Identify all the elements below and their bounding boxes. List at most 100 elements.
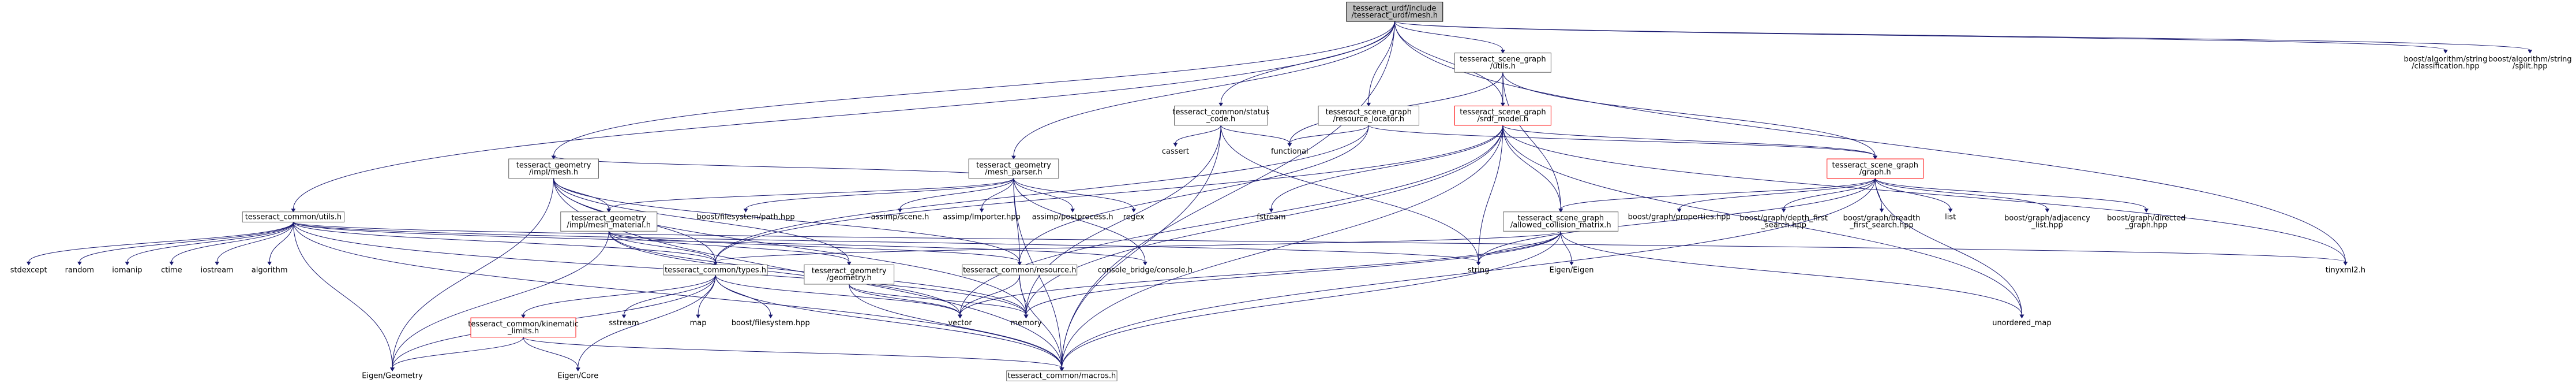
- node-tinyxml2[interactable]: tinyxml2.h: [2322, 265, 2369, 275]
- node-boost-graph-directed[interactable]: boost/graph/directed_graph.hpp: [2104, 212, 2188, 232]
- node-functional[interactable]: functional: [1266, 146, 1313, 157]
- node-box: [1827, 158, 1924, 179]
- edge-sg_srdf_model-to-common_macros: [1061, 125, 1503, 368]
- edge-common_utils-to-iostream: [216, 222, 294, 262]
- node-label-line: /srdf_model.h: [1478, 115, 1528, 124]
- edge-sg_srdf_model-to-common_types: [715, 125, 1503, 262]
- node-string[interactable]: string: [1463, 265, 1494, 275]
- node-boost-fs-path[interactable]: boost/filesystem/path.hpp: [695, 212, 796, 222]
- node-boost-graph-dfs[interactable]: boost/graph/depth_first_search.hpp: [1739, 212, 1828, 232]
- node-sg-resource-locator[interactable]: tesseract_scene_graph/resource_locator.h: [1318, 105, 1420, 126]
- node-eigen-core[interactable]: Eigen/Core: [555, 371, 601, 381]
- node-map[interactable]: map: [686, 318, 710, 328]
- node-assimp-postprocess[interactable]: assimp/postprocess.h: [1032, 212, 1114, 222]
- node-eigen-eigen[interactable]: Eigen/Eigen: [1547, 265, 1596, 275]
- edge-geom_geometry-to-memory: [849, 284, 1026, 315]
- node-ctime[interactable]: ctime: [158, 265, 185, 275]
- node-label-line: boost/graph/depth_first: [1739, 214, 1828, 223]
- node-iostream[interactable]: iostream: [198, 265, 236, 275]
- edge-root-to-boost_split: [1394, 21, 2530, 51]
- node-geom-mesh[interactable]: tesseract_geometry/impl/mesh.h: [508, 158, 599, 179]
- node-boost-split[interactable]: boost/algorithm/string/split.hpp: [2488, 53, 2572, 73]
- node-common-status-code[interactable]: tesseract_common/status_code.h: [1172, 105, 1269, 126]
- dependency-edges: [26, 21, 2533, 371]
- arrowhead-sg_graph-to-list: [1948, 209, 1953, 213]
- node-label-line: iomanip: [112, 266, 142, 274]
- node-label-line: console_bridge/console.h: [1098, 266, 1193, 274]
- node-label-line: _code.h: [1206, 115, 1235, 124]
- node-common-resource[interactable]: tesseract_common/resource.h: [962, 264, 1078, 276]
- node-boost-graph-bfs[interactable]: boost/graph/breadth_first_search.hpp: [1837, 212, 1927, 232]
- edge-common_utils-to-console_bridge: [293, 222, 1146, 262]
- node-iomanip[interactable]: iomanip: [109, 265, 145, 275]
- node-sg-utils[interactable]: tesseract_scene_graph/utils.h: [1454, 53, 1551, 73]
- node-algorithm[interactable]: algorithm: [249, 265, 290, 275]
- arrowhead-common_types-to-map: [696, 314, 700, 319]
- edge-common_status_code-to-functional: [1220, 125, 1290, 144]
- node-common-types[interactable]: tesseract_common/types.h: [663, 264, 768, 276]
- node-boost-classification[interactable]: boost/algorithm/string/classification.hp…: [2397, 53, 2493, 73]
- node-cassert[interactable]: cassert: [1158, 146, 1193, 157]
- arrowhead-root-to-common_utils: [291, 209, 296, 213]
- node-console-bridge[interactable]: console_bridge/console.h: [1096, 265, 1195, 275]
- node-sg-srdf-model[interactable]: tesseract_scene_graph/srdf_model.h: [1454, 105, 1551, 126]
- arrowhead-sg_allowed_collision-to-common_types: [713, 261, 718, 266]
- node-common-kinematic-limits[interactable]: tesseract_common/kinematic_limits.h: [468, 317, 579, 338]
- edge-geom_mesh_material-to-common_resource: [608, 230, 1020, 262]
- node-memory[interactable]: memory: [1008, 318, 1043, 328]
- node-fstream[interactable]: fstream: [1253, 212, 1289, 222]
- node-label-line: boost/filesystem.hpp: [732, 319, 810, 328]
- edge-common_utils-to-memory: [293, 222, 1026, 315]
- node-geom-mesh-material[interactable]: tesseract_geometry/impl/mesh_material.h: [560, 211, 658, 232]
- edge-root-to-geom_mesh_parser: [1013, 21, 1395, 157]
- node-label-line: tesseract_geometry: [571, 214, 646, 223]
- arrowhead-sg_allowed_collision-to-unordered_map: [2019, 314, 2024, 319]
- node-sstream[interactable]: sstream: [606, 318, 642, 328]
- node-label-line: memory: [1010, 319, 1042, 328]
- edge-geom_mesh-to-memory: [553, 178, 1026, 315]
- edge-root-to-sg_resource_locator: [1368, 21, 1395, 103]
- node-regex[interactable]: regex: [1120, 212, 1148, 222]
- edge-sg_allowed_collision-to-unordered_map: [1560, 231, 2022, 315]
- node-common-utils[interactable]: tesseract_common/utils.h: [242, 211, 345, 222]
- edge-sg_utils-to-sg_allowed_collision: [1502, 72, 1561, 209]
- edge-sg_graph-to-unordered_map: [1874, 178, 2022, 315]
- node-root[interactable]: tesseract_urdf/include/tesseract_urdf/me…: [1346, 2, 1443, 22]
- node-label-line: boost/graph/adjacency: [2004, 214, 2090, 223]
- edge-common_types-to-map: [698, 275, 716, 315]
- node-boost-graph-adjacency[interactable]: boost/graph/adjacency_list.hpp: [2003, 212, 2093, 232]
- edge-geom_mesh_parser-to-assimp_postprocess: [1013, 178, 1073, 209]
- node-label-line: /allowed_collision_matrix.h: [1510, 221, 1611, 230]
- node-assimp-scene[interactable]: assimp/scene.h: [868, 212, 932, 222]
- arrowhead-common_utils-to-ctime: [169, 261, 174, 266]
- node-box: [508, 158, 599, 179]
- node-sg-allowed-collision[interactable]: tesseract_scene_graph/allowed_collision_…: [1503, 211, 1619, 232]
- edge-sg_graph-to-boost_graph_adjacency: [1874, 178, 2048, 209]
- node-boost-graph-properties[interactable]: boost/graph/properties.hpp: [1628, 212, 1731, 222]
- arrowhead-sg_resource_locator-to-functional: [1287, 143, 1292, 147]
- node-common-macros[interactable]: tesseract_common/macros.h: [1006, 370, 1118, 381]
- edge-root-to-tinyxml2: [1394, 21, 2346, 262]
- node-list[interactable]: list: [1940, 212, 1962, 222]
- node-geom-mesh-parser[interactable]: tesseract_geometry/mesh_parser.h: [968, 158, 1059, 179]
- node-vector[interactable]: vector: [945, 318, 976, 328]
- node-sg-graph[interactable]: tesseract_scene_graph/graph.h: [1827, 158, 1924, 179]
- edge-common_resource-to-common_macros: [1019, 275, 1062, 368]
- node-assimp-importer[interactable]: assimp/Importer.hpp: [942, 212, 1022, 222]
- arrowhead-common_kinematic_limits-to-eigen_core: [575, 367, 580, 371]
- node-unordered-map[interactable]: unordered_map: [1992, 318, 2052, 328]
- node-stdexcept[interactable]: stdexcept: [8, 265, 50, 275]
- arrowhead-common_kinematic_limits-to-common_macros: [1059, 367, 1064, 371]
- node-label-line: tesseract_urdf/include: [1353, 4, 1436, 13]
- arrowhead-sg_graph-to-boost_graph_dfs: [1781, 209, 1786, 213]
- node-geom-geometry[interactable]: tesseract_geometry/geometry.h: [804, 264, 895, 285]
- node-random[interactable]: random: [63, 265, 96, 275]
- node-eigen-geometry[interactable]: Eigen/Geometry: [362, 371, 423, 381]
- node-label-line: tesseract_scene_graph: [1460, 55, 1546, 64]
- node-boost-filesystem[interactable]: boost/filesystem.hpp: [728, 318, 814, 328]
- node-label-line: Eigen/Geometry: [362, 372, 423, 381]
- edge-geom_mesh_parser-to-boost_fs_path: [745, 178, 1014, 210]
- edge-geom_mesh_material-to-common_types: [608, 231, 716, 262]
- edge-sg_allowed_collision-to-string: [1478, 231, 1561, 262]
- edge-sg_allowed_collision-to-common_macros: [1061, 231, 1561, 368]
